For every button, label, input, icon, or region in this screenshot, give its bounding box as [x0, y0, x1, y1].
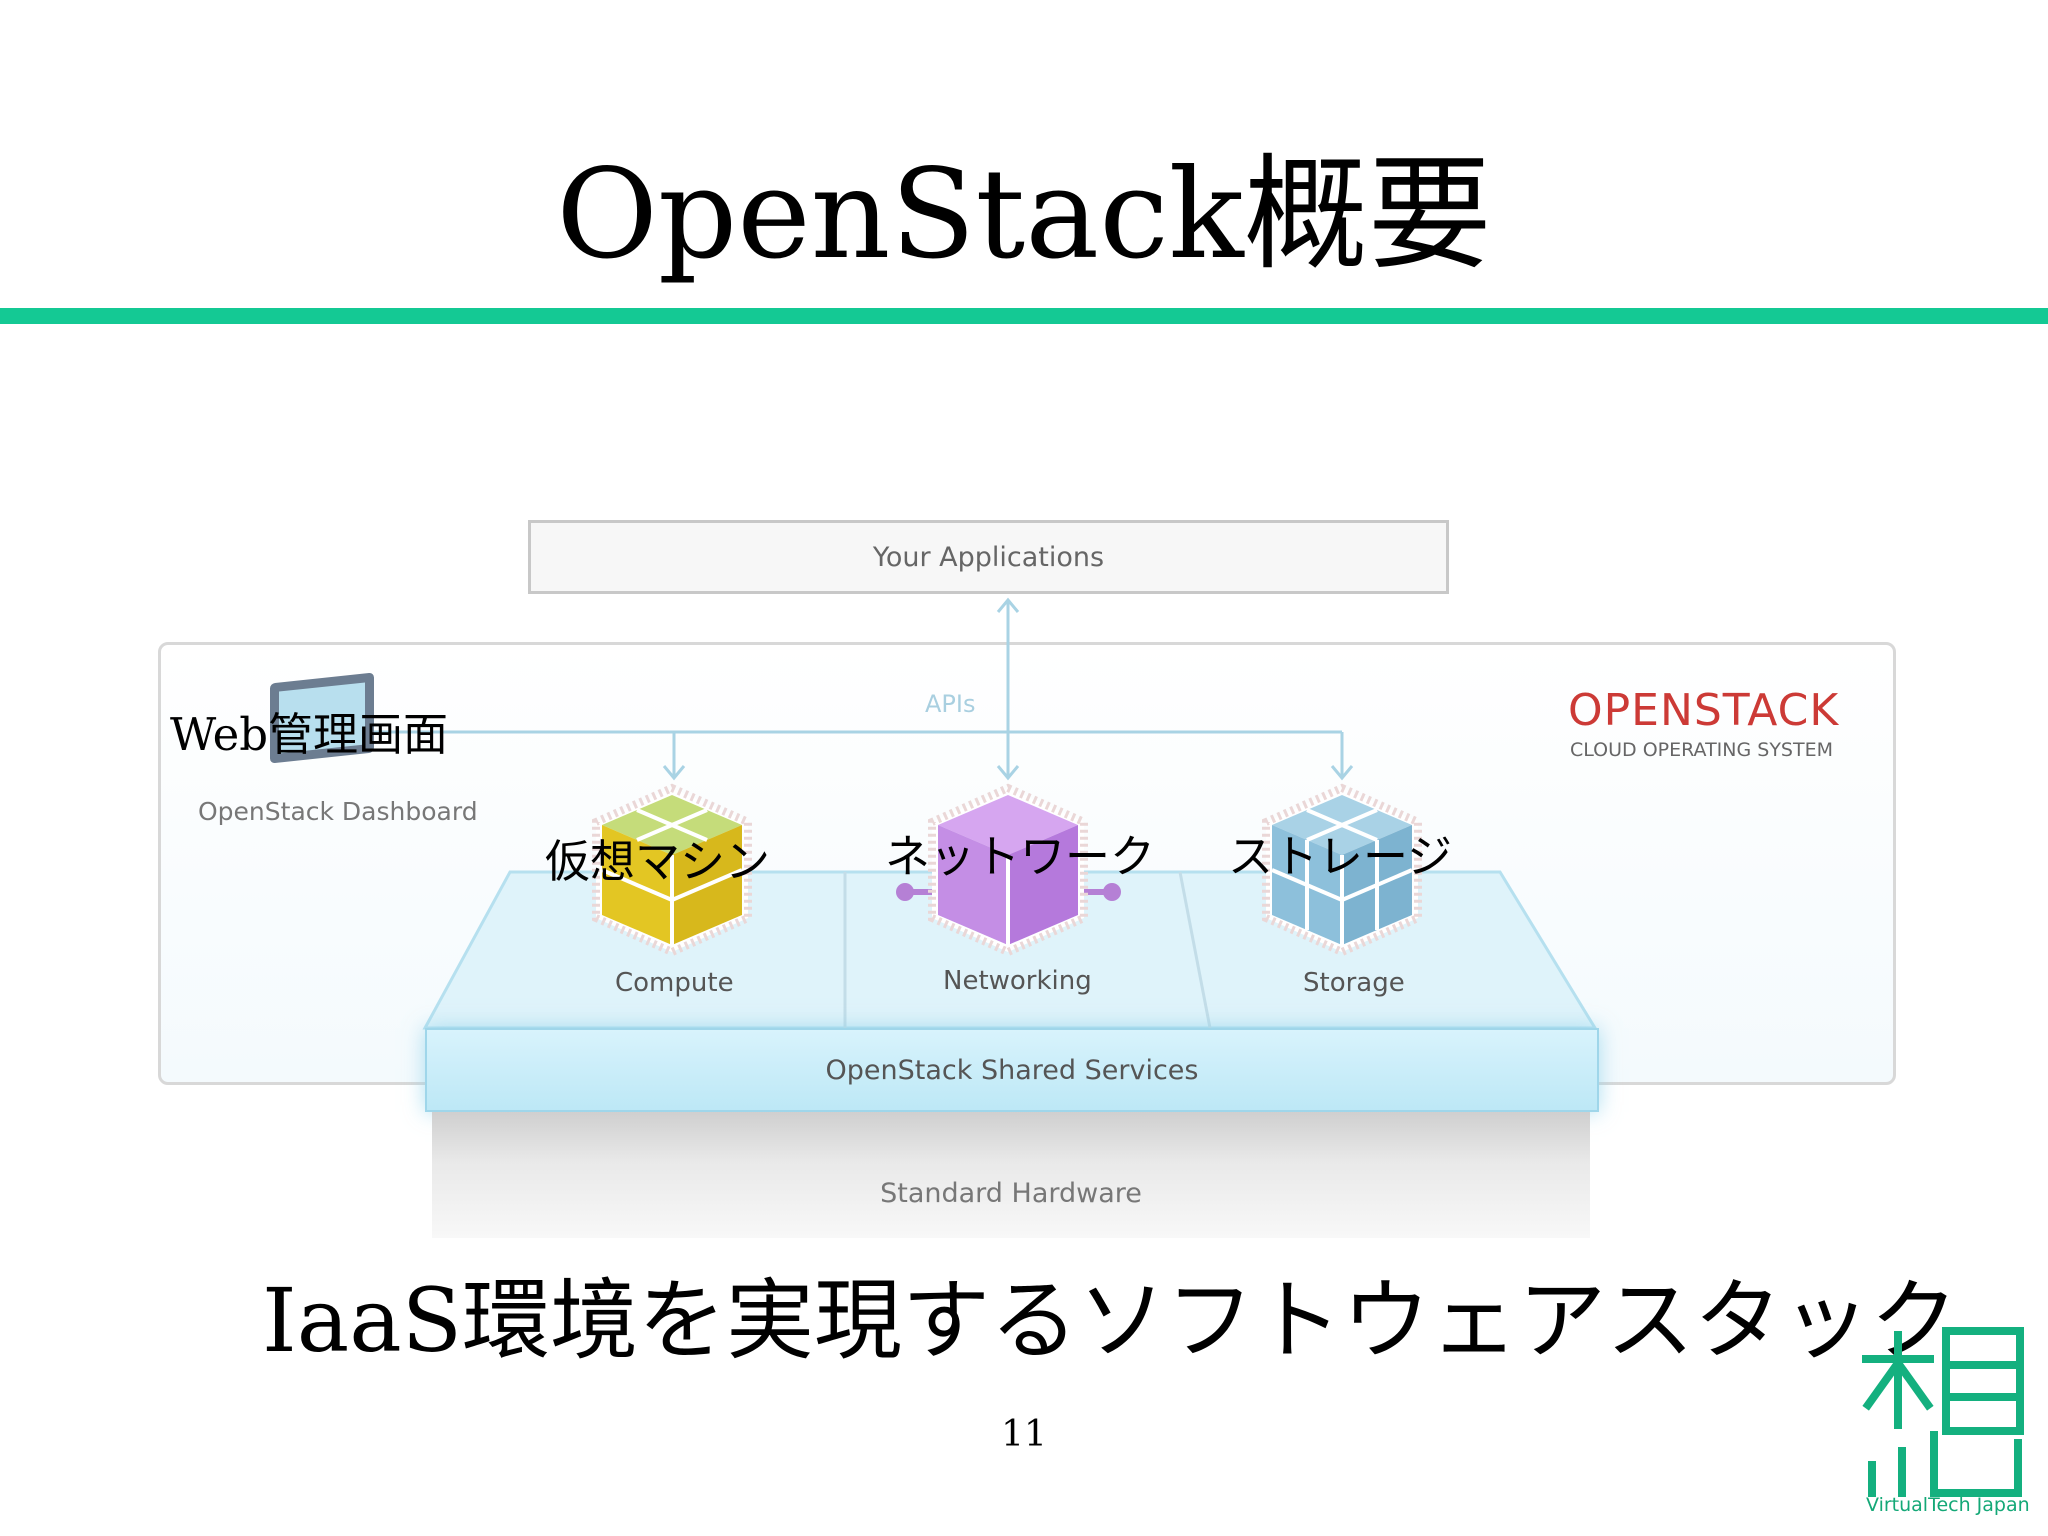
- api-connectors: [372, 597, 1354, 781]
- storage-arrow: [1330, 765, 1354, 781]
- openstack-brand-title: OPENSTACK: [1568, 685, 1840, 736]
- compute-label: Compute: [615, 968, 734, 998]
- service-platform: [422, 783, 1598, 1030]
- compute-arrow: [662, 765, 686, 781]
- virtualtech-logo: [1862, 1327, 2024, 1497]
- dashboard-label: OpenStack Dashboard: [198, 797, 478, 826]
- openstack-diagram: Your Applications APIs OPENSTACK CLOUD O…: [0, 500, 2048, 1260]
- networking-cube-icon: [896, 783, 1121, 957]
- openstack-brand-subtitle: CLOUD OPERATING SYSTEM: [1570, 739, 1833, 761]
- standard-hardware-block: Standard Hardware: [432, 1112, 1590, 1238]
- networking-label: Networking: [943, 966, 1092, 996]
- slide-title: OpenStack概要: [556, 143, 1492, 287]
- compute-jp-label: 仮想マシン: [545, 835, 771, 888]
- page-number: 11: [1001, 1414, 1047, 1455]
- networking-arrow: [996, 765, 1020, 781]
- compute-cube-icon: [592, 783, 752, 957]
- slide-subtitle: IaaS環境を実現するソフトウェアスタック: [262, 1269, 1958, 1372]
- networking-jp-label: ネットワーク: [885, 830, 1156, 883]
- platform-divider-2: [1178, 871, 1212, 1029]
- logo-text: VirtualTech Japan: [1866, 1494, 2030, 1516]
- standard-hardware-label: Standard Hardware: [880, 1178, 1142, 1209]
- storage-cube-icon: [1262, 783, 1422, 957]
- shared-services-bar: OpenStack Shared Services: [425, 1028, 1599, 1112]
- storage-jp-label: ストレージ: [1228, 830, 1453, 883]
- your-applications-box: Your Applications: [528, 520, 1449, 594]
- apis-label: APIs: [925, 690, 976, 718]
- title-rule: [0, 308, 2048, 324]
- storage-label: Storage: [1303, 968, 1405, 998]
- api-up-arrow: [996, 597, 1020, 613]
- dashboard-jp-label: Web管理画面: [170, 708, 449, 761]
